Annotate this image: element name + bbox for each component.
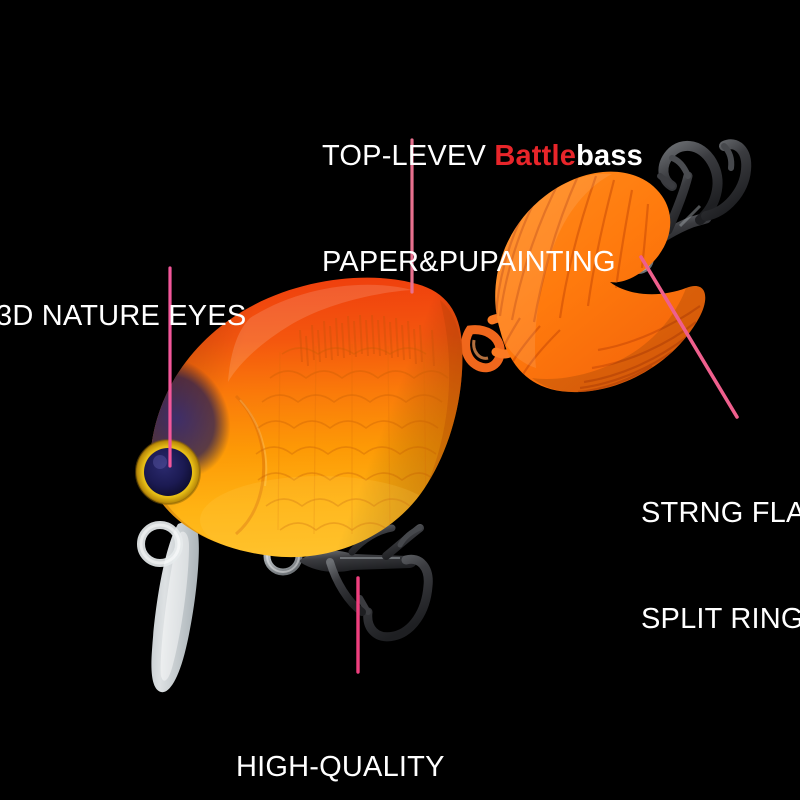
callout-top-level-prefix: TOP-LEVEV [322,139,495,172]
leader-lines [168,138,739,674]
callout-top-level-painting: TOP-LEVEV Battlebass PAPER&PUPAINTING [322,68,643,351]
leader-line-split-ring [639,255,739,419]
callout-strong-flat-split-ring: STRNG FLAT SPLIT RING [641,425,800,708]
3d-eye [135,439,201,505]
callout-ring-line1: STRNG FLAT [641,496,800,529]
line-tie-eyelet [137,521,183,567]
diving-lip [151,522,199,693]
callout-ring-line2: SPLIT RING [641,602,800,635]
brand-name-battle: Battle [494,139,577,172]
soft-plastic-tail [495,171,706,393]
callout-top-level-line1: TOP-LEVEV Battlebass [322,139,643,174]
lure-body [150,277,463,558]
callout-3d-nature-eyes: 3D NATURE EYES [0,228,246,405]
callout-top-level-line2: PAPER&PUPAINTING [322,245,616,278]
callout-high-quality-enhanced-hook: HIGH-QUALITY ENHANCED HOOK [236,679,495,800]
brand-name-bass: bass [576,139,643,172]
callout-eyes-line1: 3D NATURE EYES [0,299,247,332]
callout-hook-line1: HIGH-QUALITY [236,750,445,783]
belly-treble-hook [300,524,433,642]
